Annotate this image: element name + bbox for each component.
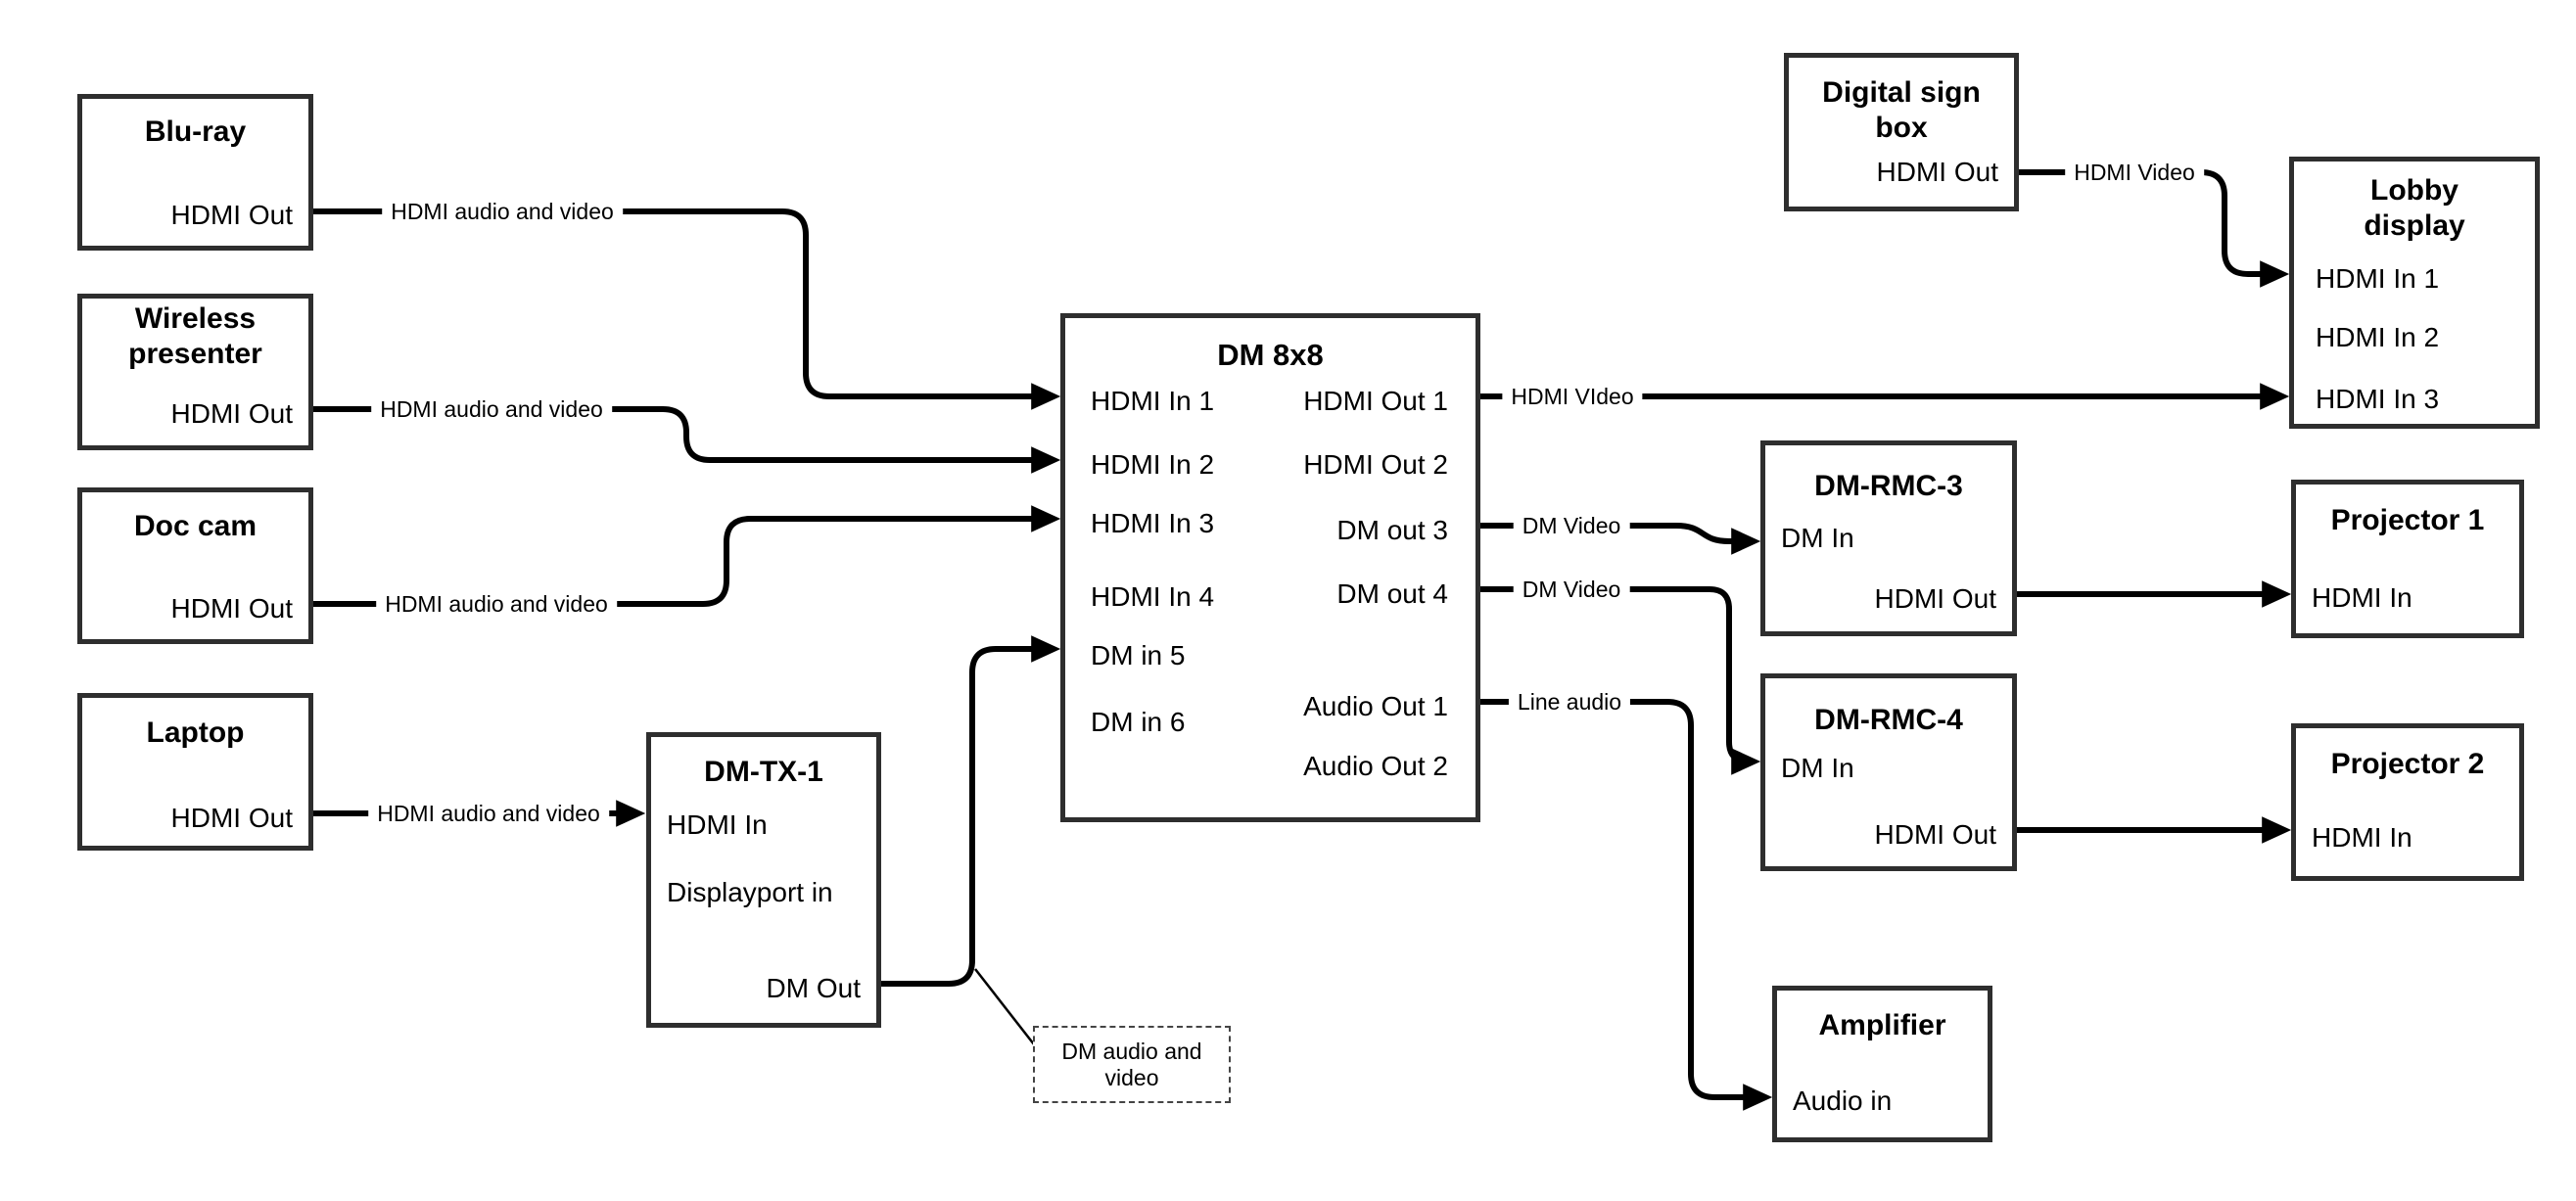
node-title: Projector 1: [2330, 504, 2485, 536]
port-hdmi-in: HDMI In: [2312, 582, 2412, 613]
node-lobby-display: Lobby display HDMI In 1 HDMI In 2 HDMI I…: [2289, 157, 2540, 429]
wire-label-hdmi-video: HDMI Video: [2065, 160, 2204, 185]
node-title: DM-TX-1: [704, 756, 823, 788]
wire-bluray-to-dm8x8-in1: [313, 208, 1061, 410]
node-bluray: Blu-ray HDMI Out: [77, 94, 313, 251]
node-title: Digital sign box: [1822, 76, 1981, 144]
port-audio-in: Audio in: [1793, 1086, 1893, 1116]
node-digital-sign-box: Digital sign box HDMI Out: [1784, 53, 2019, 211]
wire-wireless-to-dm8x8-in2: [313, 406, 1061, 474]
node-dm-8x8: DM 8x8 HDMI In 1 HDMI In 2 HDMI In 3 HDM…: [1060, 313, 1480, 822]
wire-dmtx1-to-dm8x8-in5: [881, 635, 1061, 987]
port-dm-out-4: DM out 4: [1336, 578, 1448, 609]
port-hdmi-in-4: HDMI In 4: [1091, 581, 1215, 612]
port-hdmi-in: HDMI In: [2312, 822, 2412, 853]
node-title: DM 8x8: [1217, 338, 1324, 372]
port-hdmi-out: HDMI Out: [170, 803, 293, 833]
wire-doccam-to-dm8x8-in3: [313, 505, 1061, 607]
port-hdmi-in-1: HDMI In 1: [1091, 386, 1215, 416]
node-title: Amplifier: [1818, 1009, 1946, 1041]
node-wireless-presenter: Wireless presenter HDMI Out: [77, 294, 313, 450]
note-dm-audio-and-video: DM audio and video: [1033, 1026, 1231, 1103]
port-dm-in-5: DM in 5: [1091, 640, 1186, 670]
note-leader-line: [974, 968, 1035, 1045]
port-hdmi-in-2: HDMI In 2: [1091, 449, 1215, 480]
wire-dm8x8-audio1-to-amp: [1480, 699, 1773, 1111]
port-hdmi-out: HDMI Out: [170, 398, 293, 429]
node-laptop: Laptop HDMI Out: [77, 693, 313, 851]
port-dm-in-6: DM in 6: [1091, 707, 1186, 737]
port-dm-out: DM Out: [766, 973, 861, 1003]
port-hdmi-in-3: HDMI In 3: [2316, 384, 2440, 414]
wire-label-hdmi-audio-video-3: HDMI audio and video: [376, 591, 617, 617]
port-hdmi-out-1: HDMI Out 1: [1303, 386, 1448, 416]
wire-label-hdmi-video-out1: HDMI VIdeo: [1502, 384, 1643, 409]
port-hdmi-in-3: HDMI In 3: [1091, 508, 1215, 538]
port-hdmi-in: HDMI In: [667, 809, 768, 840]
port-dm-out-3: DM out 3: [1336, 515, 1448, 545]
wire-label-line-audio: Line audio: [1508, 689, 1631, 715]
wire-label-hdmi-audio-video-1: HDMI audio and video: [382, 199, 623, 224]
wire-label-hdmi-audio-video-4: HDMI audio and video: [368, 801, 609, 826]
node-title: Wireless presenter: [128, 302, 262, 370]
port-hdmi-out: HDMI Out: [170, 593, 293, 624]
wire-label-dm-video-1: DM Video: [1513, 513, 1630, 538]
node-title: Lobby display: [2364, 174, 2465, 242]
node-title: Laptop: [146, 716, 245, 749]
node-dm-tx-1: DM-TX-1 HDMI In Displayport in DM Out: [646, 732, 881, 1028]
node-title: DM-RMC-3: [1814, 470, 1963, 502]
wire-label-hdmi-audio-video-2: HDMI audio and video: [371, 396, 612, 422]
wire-digisign-to-lobby-in1: [2019, 169, 2290, 288]
node-dm-rmc-3: DM-RMC-3 DM In HDMI Out: [1760, 440, 2017, 636]
port-hdmi-out: HDMI Out: [1876, 157, 1998, 187]
node-title: Blu-ray: [144, 115, 247, 148]
wire-label-dm-video-2: DM Video: [1513, 577, 1630, 602]
node-doc-cam: Doc cam HDMI Out: [77, 487, 313, 644]
wire-dm8x8-out3-to-rmc3: [1480, 523, 1761, 555]
node-dm-rmc-4: DM-RMC-4 DM In HDMI Out: [1760, 673, 2017, 871]
node-projector-1: Projector 1 HDMI In: [2291, 480, 2524, 638]
port-audio-out-1: Audio Out 1: [1303, 691, 1448, 721]
port-hdmi-out-2: HDMI Out 2: [1303, 449, 1448, 480]
node-projector-2: Projector 2 HDMI In: [2291, 723, 2524, 881]
port-hdmi-in-1: HDMI In 1: [2316, 263, 2440, 294]
port-hdmi-out: HDMI Out: [1874, 819, 1996, 850]
node-amplifier: Amplifier Audio in: [1772, 986, 1992, 1142]
port-hdmi-in-2: HDMI In 2: [2316, 322, 2440, 352]
node-title: DM-RMC-4: [1814, 704, 1963, 736]
port-dm-in: DM In: [1781, 753, 1854, 783]
node-title: Projector 2: [2330, 748, 2485, 780]
port-displayport-in: Displayport in: [667, 877, 833, 907]
port-hdmi-out: HDMI Out: [1874, 583, 1996, 614]
port-audio-out-2: Audio Out 2: [1303, 751, 1448, 781]
wire-dm8x8-out4-to-rmc4: [1480, 586, 1761, 775]
port-hdmi-out: HDMI Out: [170, 200, 293, 230]
node-title: Doc cam: [133, 510, 258, 542]
port-dm-in: DM In: [1781, 523, 1854, 553]
